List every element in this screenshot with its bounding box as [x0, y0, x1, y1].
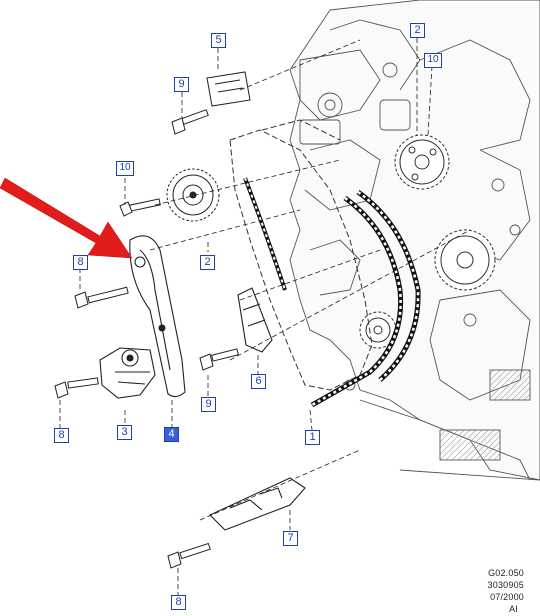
engine-block	[289, 0, 540, 481]
chain-right-strand	[310, 189, 421, 408]
lower-guide-bolt	[167, 542, 211, 569]
callout-10-right: 10	[424, 53, 442, 68]
drawing-suffix: AI	[509, 604, 518, 614]
chain-left-strand	[243, 177, 287, 291]
lower-chain-guide	[209, 477, 306, 531]
callout-3: 3	[117, 425, 132, 440]
callout-8-upper: 8	[73, 255, 88, 270]
callout-10-left: 10	[116, 161, 134, 176]
guide-bolt	[199, 348, 239, 371]
callout-1: 1	[305, 430, 320, 445]
drawing-code: G02.050	[488, 568, 524, 578]
callout-9-lower: 9	[201, 397, 216, 412]
camshaft-sprocket-right	[394, 134, 450, 190]
callout-2-left: 2	[200, 255, 215, 270]
red-arrow	[0, 177, 133, 259]
callout-7: 7	[283, 531, 298, 546]
callout-5: 5	[211, 33, 226, 48]
callout-6: 6	[251, 374, 266, 389]
crankshaft-sprocket	[359, 311, 397, 349]
fixed-chain-guide	[237, 287, 273, 353]
drawing-date: 07/2000	[490, 592, 524, 602]
auxiliary-sprocket	[434, 229, 496, 291]
tensioner-guide-rail	[129, 235, 186, 398]
camshaft-sprocket-left	[166, 168, 220, 222]
leader-lines	[59, 38, 471, 595]
upper-guide-bolt	[171, 109, 209, 135]
tensioner-bolt	[54, 377, 99, 399]
callout-8-middle: 8	[54, 428, 69, 443]
guide-rail-bolt	[74, 286, 129, 309]
upper-chain-guide	[206, 71, 251, 107]
drawing-number: 3030905	[487, 580, 524, 590]
sprocket-bolt	[119, 198, 161, 217]
callout-2-right: 2	[410, 23, 425, 38]
chain-tensioner	[99, 347, 156, 399]
callout-4: 4	[164, 427, 179, 442]
callout-8-lower: 8	[171, 595, 186, 610]
callout-9-upper: 9	[174, 77, 189, 92]
